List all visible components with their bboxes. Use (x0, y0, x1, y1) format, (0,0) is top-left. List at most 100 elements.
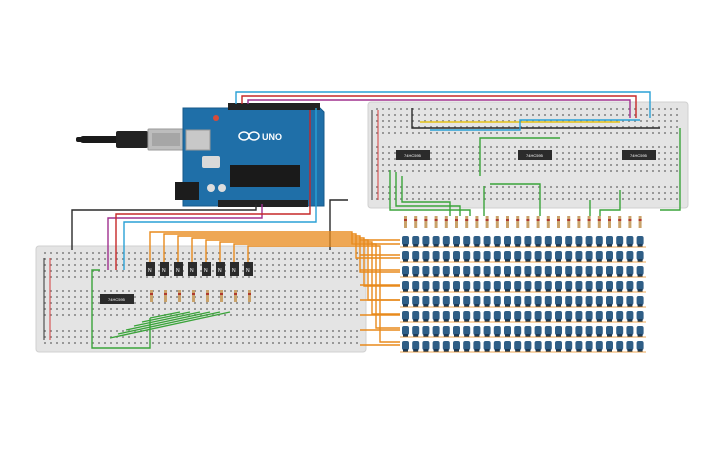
led-matrix[interactable] (400, 236, 646, 353)
led[interactable] (412, 236, 420, 245)
led[interactable] (534, 326, 542, 335)
led[interactable] (606, 341, 613, 350)
wire-green-left-2[interactable] (91, 269, 100, 288)
led[interactable] (473, 266, 481, 275)
led[interactable] (473, 341, 481, 350)
resistor[interactable] (424, 216, 428, 228)
led[interactable] (422, 251, 430, 260)
transistor[interactable] (160, 262, 169, 276)
led[interactable] (453, 296, 460, 305)
led[interactable] (575, 236, 583, 245)
resistor[interactable] (516, 216, 520, 228)
led[interactable] (636, 281, 644, 290)
led[interactable] (483, 296, 491, 305)
led[interactable] (514, 236, 522, 245)
led[interactable] (636, 326, 644, 335)
resistor[interactable] (526, 216, 530, 228)
led[interactable] (504, 341, 511, 350)
led[interactable] (453, 236, 460, 245)
wire-red-left[interactable] (115, 110, 311, 270)
led[interactable] (493, 296, 501, 305)
led[interactable] (544, 266, 552, 275)
wire-red-top[interactable] (241, 95, 637, 118)
led[interactable] (412, 296, 420, 305)
led[interactable] (483, 281, 491, 290)
led[interactable] (616, 326, 624, 335)
led[interactable] (524, 281, 532, 290)
led[interactable] (524, 341, 532, 350)
led[interactable] (463, 296, 471, 305)
led[interactable] (626, 251, 634, 260)
led[interactable] (402, 311, 409, 320)
led[interactable] (483, 326, 491, 335)
led[interactable] (606, 236, 613, 245)
wire-green-2[interactable] (395, 172, 461, 216)
led[interactable] (585, 251, 593, 260)
usb-cable[interactable] (76, 128, 187, 151)
wire-blue-top[interactable] (235, 91, 651, 118)
led[interactable] (555, 266, 562, 275)
led[interactable] (636, 341, 644, 350)
led[interactable] (514, 266, 522, 275)
led[interactable] (626, 266, 634, 275)
led[interactable] (514, 251, 522, 260)
left-breadboard[interactable] (35, 245, 367, 353)
wire-blue-mid[interactable] (430, 119, 640, 131)
wire-green-9[interactable] (479, 137, 560, 176)
led[interactable] (626, 311, 634, 320)
led[interactable] (555, 311, 562, 320)
led[interactable] (463, 251, 471, 260)
resistor[interactable] (567, 216, 571, 228)
wire-green-3[interactable] (401, 176, 451, 216)
led[interactable] (504, 266, 511, 275)
resistor[interactable] (465, 216, 469, 228)
led[interactable] (616, 311, 624, 320)
led[interactable] (493, 326, 501, 335)
led[interactable] (412, 311, 420, 320)
led[interactable] (442, 296, 450, 305)
wire-green-7[interactable] (599, 190, 621, 216)
led[interactable] (514, 281, 522, 290)
led[interactable] (473, 311, 481, 320)
led[interactable] (575, 266, 583, 275)
shift-register-4[interactable]: 74HC595 (100, 294, 134, 304)
led[interactable] (575, 311, 583, 320)
wire-green-1[interactable] (389, 170, 471, 216)
led[interactable] (453, 311, 460, 320)
led[interactable] (432, 281, 440, 290)
resistor[interactable] (164, 290, 167, 302)
wire-green-5[interactable] (490, 183, 541, 216)
resistor[interactable] (485, 216, 489, 228)
arduino-uno-board[interactable]: UNO (175, 103, 325, 207)
led[interactable] (606, 296, 613, 305)
led[interactable] (412, 341, 420, 350)
led[interactable] (483, 311, 491, 320)
led[interactable] (493, 236, 501, 245)
led[interactable] (422, 281, 430, 290)
led[interactable] (595, 296, 603, 305)
led[interactable] (534, 251, 542, 260)
led[interactable] (483, 251, 491, 260)
led[interactable] (555, 341, 562, 350)
led[interactable] (555, 326, 562, 335)
led[interactable] (473, 326, 481, 335)
led[interactable] (534, 341, 542, 350)
led[interactable] (504, 311, 511, 320)
resistor[interactable] (495, 216, 499, 228)
led[interactable] (463, 281, 471, 290)
led[interactable] (626, 236, 634, 245)
led[interactable] (442, 266, 450, 275)
led[interactable] (483, 341, 491, 350)
resistor[interactable] (434, 216, 438, 228)
led[interactable] (616, 341, 624, 350)
resistor[interactable] (638, 216, 642, 228)
led[interactable] (442, 341, 450, 350)
resistor[interactable] (506, 216, 509, 228)
resistor[interactable] (248, 290, 251, 302)
led[interactable] (442, 311, 450, 320)
led[interactable] (636, 296, 644, 305)
resistor[interactable] (597, 216, 601, 228)
shift-register-1[interactable]: 74HC595 (396, 150, 430, 160)
led[interactable] (616, 281, 624, 290)
